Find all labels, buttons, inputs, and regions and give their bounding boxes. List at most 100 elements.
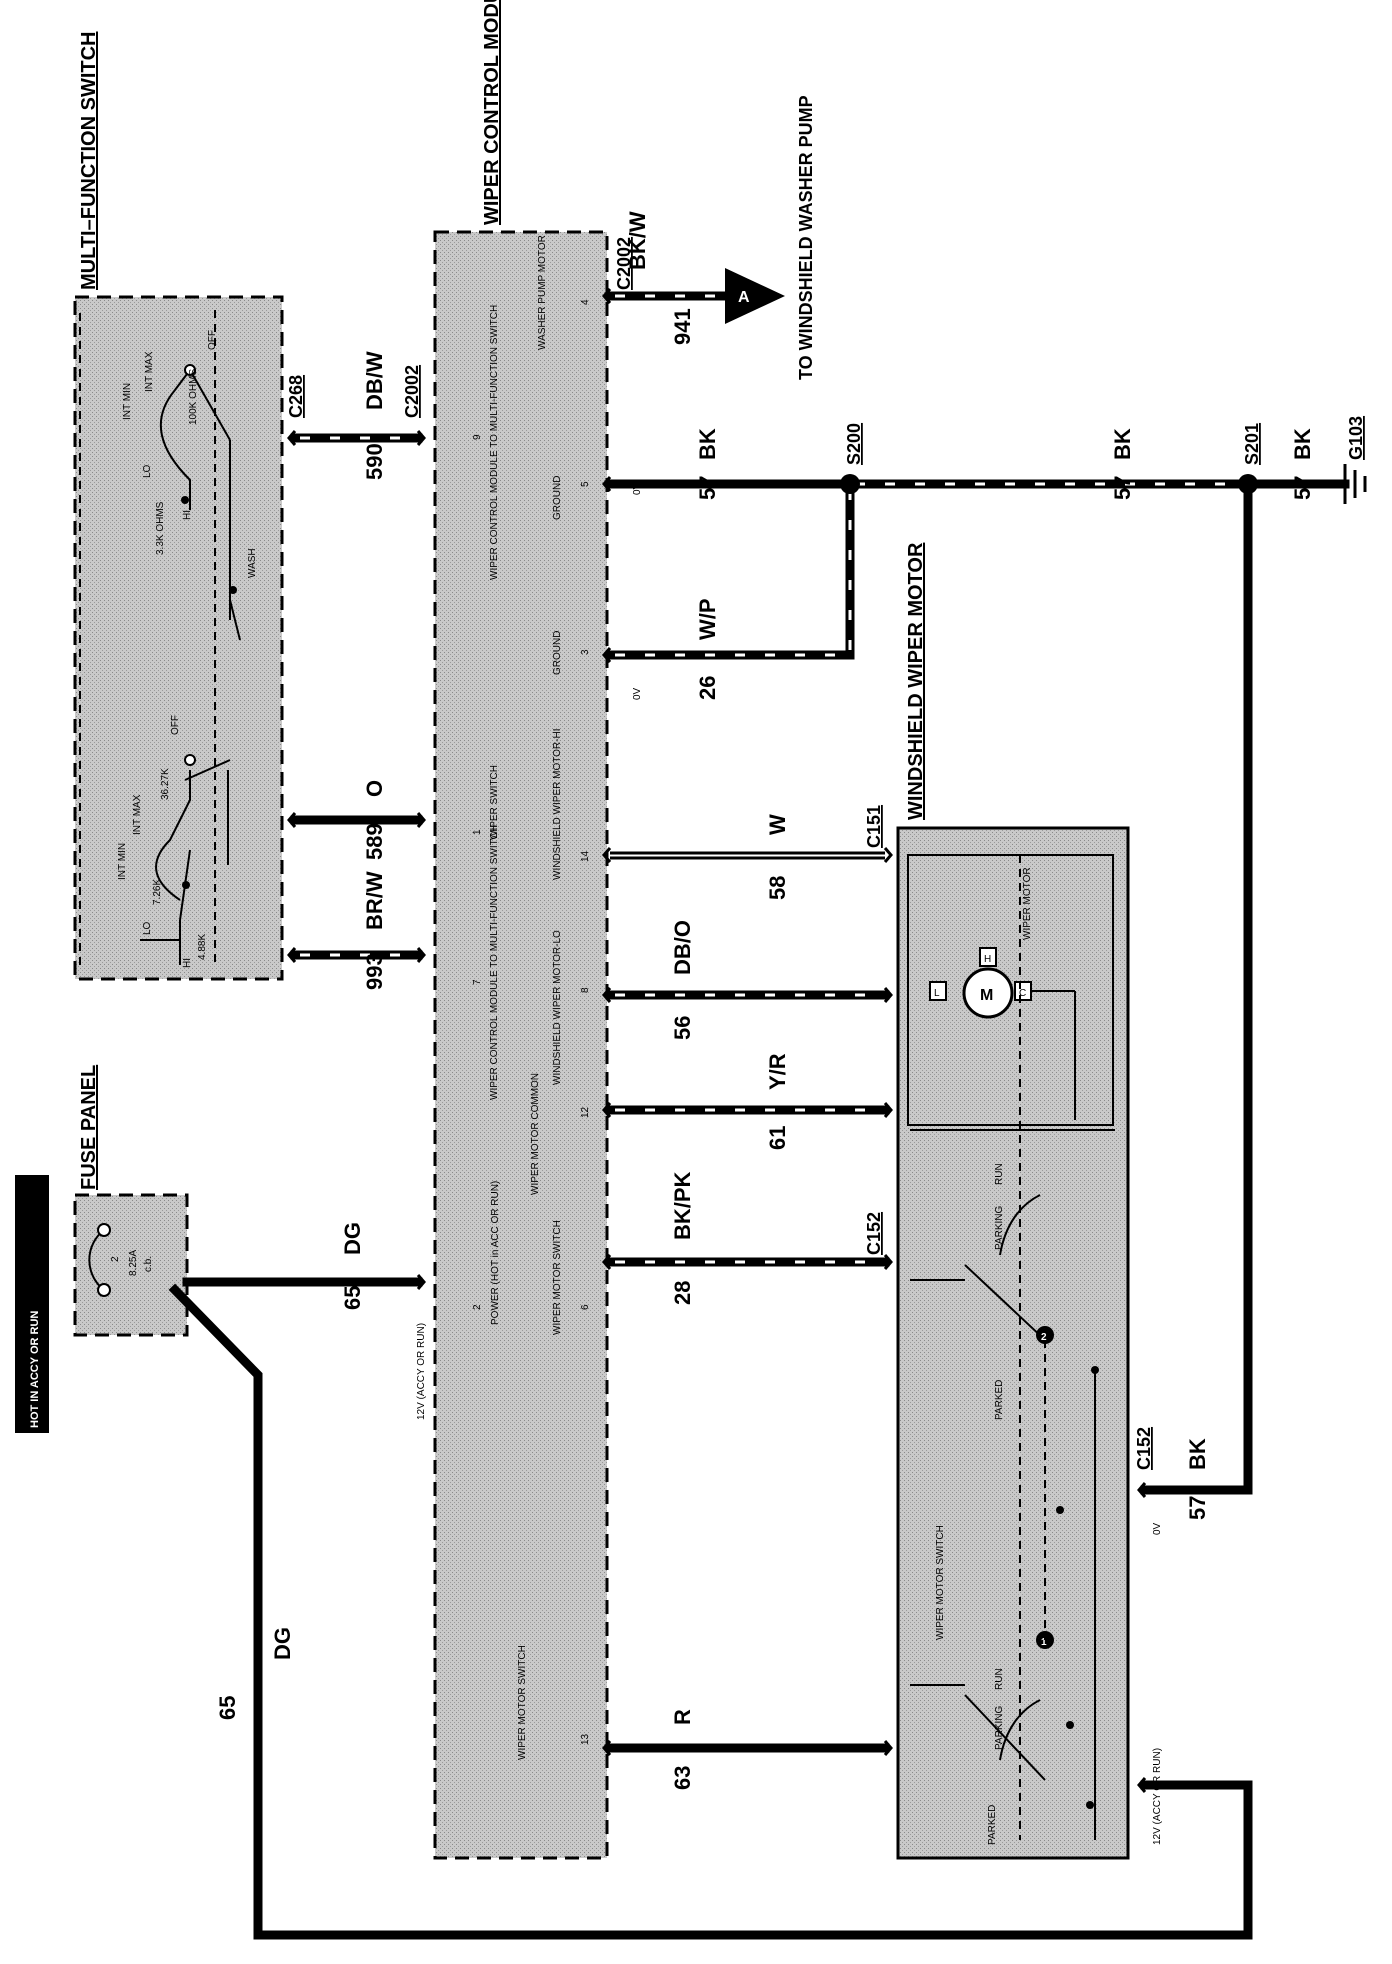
pin-label: WINDSHIELD WIPER MOTOR-LO (552, 930, 563, 1085)
wire-labels: 65 DG 65 DG 993 BR/W 589 O 590 DB/W 63 R… (215, 211, 1315, 1790)
wire-65-outer (168, 1283, 1253, 1940)
label-57b-num: 57 (1110, 476, 1135, 500)
mfs-left-res3: 36.27K (160, 768, 171, 800)
mfs-right-lo: LO (142, 464, 153, 478)
motor-symbol: M (980, 987, 993, 1004)
wcm-pin-12: WIPER MOTOR COMMON 12 (530, 1073, 591, 1195)
label-58-color: W (765, 814, 790, 835)
wcm-pin-7: 7 WIPER CONTROL MODULE TO MULTI-FUNCTION… (472, 825, 500, 1100)
label-63-num: 63 (670, 1766, 695, 1790)
mfs-left-hi: HI (182, 958, 193, 968)
fuse-type: c.b. (143, 1256, 154, 1272)
wcm-pin-6: WIPER MOTOR SWITCH 6 (552, 1220, 591, 1335)
splice-s201 (1238, 474, 1258, 494)
label-65-top-color: DG (340, 1222, 365, 1255)
wire-26 (605, 479, 855, 660)
washer-pump-arrow: A TO WINDSHIELD WASHER PUMP (725, 95, 816, 380)
mfs-left-int-min: INT MIN (117, 843, 128, 880)
pin-label: WIPER MOTOR SWITCH (517, 1645, 528, 1760)
pin-label: WIPER MOTOR COMMON (530, 1073, 541, 1195)
voltage-0v-motor: 0V (1152, 1522, 1163, 1535)
wires (168, 291, 1350, 1940)
label-61-num: 61 (765, 1126, 790, 1150)
label-63-color: R (670, 1709, 695, 1725)
label-58-num: 58 (765, 876, 790, 900)
label-65-left-num: 65 (215, 1696, 240, 1720)
pin-label: GROUND (552, 476, 563, 520)
pin-label: WINDSHIELD WIPER MOTOR-HI (552, 729, 563, 880)
label-c152-b: C152 (1134, 1427, 1154, 1470)
parking-label-b: PARKING (994, 1706, 1005, 1750)
pin-number: 12 (580, 1106, 591, 1118)
wcm-pin-5: GROUND 5 (552, 476, 591, 520)
mfs-right-wash: WASH (247, 548, 258, 578)
pin-number: 5 (580, 481, 591, 487)
wiper-motor-switch-label: WIPER MOTOR SWITCH (935, 1525, 946, 1640)
label-57c-num: 57 (1290, 476, 1315, 500)
label-28-color: BK/PK (670, 1171, 695, 1240)
label-c151: C151 (864, 805, 884, 848)
pin-number: 7 (472, 979, 483, 985)
pin-number: 14 (580, 850, 591, 862)
mfs-right-off: OFF (207, 330, 218, 350)
voltage-0v-pin3: 0V (632, 687, 643, 700)
label-65-top-num: 65 (340, 1286, 365, 1310)
pin-number: 2 (472, 1304, 483, 1310)
wwm-title: WINDSHIELD WIPER MOTOR (905, 542, 927, 820)
splice-s200 (840, 474, 860, 494)
voltage-0v-pin5: 0V (632, 482, 643, 495)
wcm-title-text: WIPER CONTROL MODULE (481, 0, 503, 225)
pin-number: 6 (580, 1304, 591, 1310)
fuse-rating: 8.25A (128, 1250, 139, 1276)
pin-number: 3 (580, 649, 591, 655)
label-993-color: BR/W (362, 871, 387, 930)
mfs-left-res1: 7.26K (152, 879, 163, 905)
label-61-color: Y/R (765, 1053, 790, 1090)
label-26-color: W/P (695, 598, 720, 640)
motor-h-label: H (984, 954, 991, 965)
pin-number: 4 (580, 299, 591, 305)
wcm-pin-3: GROUND 3 (552, 631, 591, 675)
label-57-motor-color: BK (1185, 1438, 1210, 1470)
pin-number: 9 (472, 434, 483, 440)
wcm-pin-4: WASHER PUMP MOTOR 4 (537, 235, 591, 350)
motor-l-label: L (934, 988, 940, 999)
parking-label-a: PARKING (994, 1206, 1005, 1250)
pin-number: 13 (580, 1733, 591, 1745)
mfs-right-int-min: INT MIN (122, 383, 133, 420)
label-s200: S200 (844, 423, 864, 465)
pin-label: POWER (HOT in ACC OR RUN) (490, 1181, 501, 1325)
parked-label-b: PARKED (987, 1805, 998, 1845)
wcm-pin-14: WINDSHIELD WIPER MOTOR-HI 14 (552, 729, 591, 880)
fuse-number: 2 (110, 1256, 121, 1262)
connector-labels: C268 C2002 C2002 C151 C152 C152 S200 S20… (286, 237, 1366, 1470)
pin-label: WIPER CONTROL MODULE TO MULTI-FUNCTION S… (489, 305, 500, 580)
fuse-panel: 2 8.25A c.b. FUSE PANEL (73, 1065, 189, 1337)
label-57a-num: 57 (695, 476, 720, 500)
label-28-num: 28 (670, 1281, 695, 1305)
wcm-pin-8: WINDSHIELD WIPER MOTOR-LO 8 (552, 930, 591, 1085)
label-589-color: O (362, 780, 387, 797)
wcm-pin-13: WIPER MOTOR SWITCH 13 (517, 1645, 591, 1760)
mfs-left-res2: 4.88K (197, 934, 208, 960)
mfs-left-int-max: INT MAX (132, 794, 143, 835)
wcm-pin-2: 2 POWER (HOT in ACC OR RUN) (472, 1181, 501, 1325)
label-57-motor-num: 57 (1185, 1496, 1210, 1520)
pin-label: WASHER PUMP MOTOR (537, 235, 548, 350)
label-c2002-b: C2002 (614, 237, 634, 290)
voltage-12v-motor: 12V (ACCY OR RUN) (1152, 1748, 1163, 1845)
connector-marks (287, 288, 1147, 1793)
label-26-num: 26 (695, 676, 720, 700)
mfs-title-text: MULTI–FUNCTION SWITCH (78, 32, 100, 291)
label-56-color: DB/O (670, 920, 695, 975)
label-590-color: DB/W (362, 351, 387, 410)
label-g103: G103 (1346, 416, 1366, 460)
label-589-num: 589 (362, 823, 387, 860)
wcm-pin-1: 1 WIPER SWITCH (472, 765, 500, 840)
mfs-right-int-max: INT MAX (144, 351, 155, 392)
ground-g103 (1343, 464, 1367, 504)
parked-label-a: PARKED (994, 1380, 1005, 1420)
label-941-num: 941 (670, 308, 695, 345)
